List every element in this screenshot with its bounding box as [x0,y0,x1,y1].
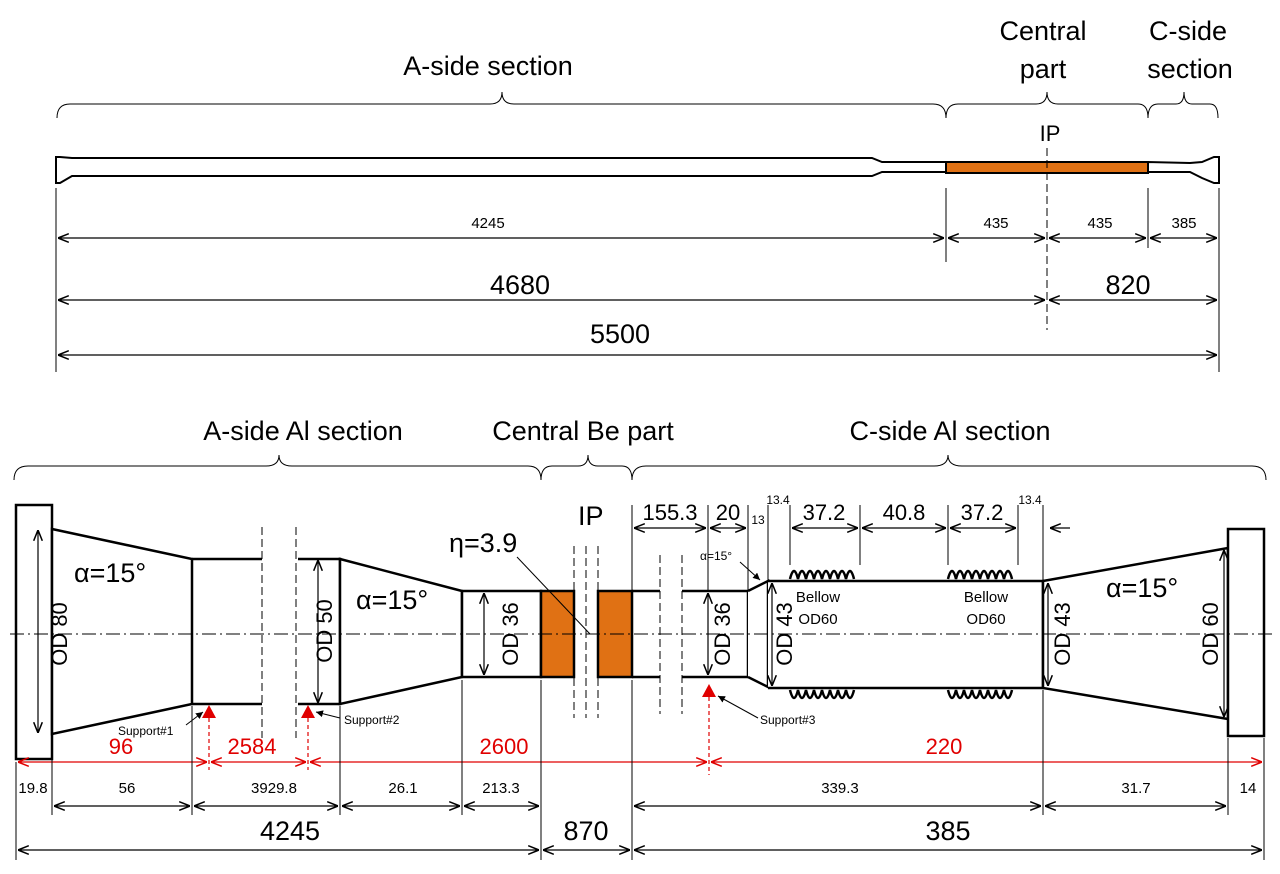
dim-14: 14 [1240,780,1257,797]
dim-4245-bottom: 4245 [260,816,320,846]
alpha-label-right: α=15° [1106,573,1178,603]
dim-213-3: 213.3 [482,780,520,797]
top-pipe-c-side [1147,156,1220,184]
bellow1-label-line1: Bellow [796,589,840,606]
dim-4680: 4680 [490,270,550,300]
dim-19-8: 19.8 [18,780,47,797]
c-side-brace [1147,91,1219,119]
a-side-tube [192,557,262,706]
c-side-al-brace [631,454,1267,481]
top-overview: A-side section Central part C-side secti… [55,16,1233,372]
od36-label-c: OD 36 [710,602,735,666]
central-part-label-line2: part [1020,54,1067,84]
top-pipe-a-side [55,156,947,184]
dim-13-4-left: 13.4 [766,493,790,507]
support3-label: Support#3 [760,713,816,727]
central-be-brace [540,454,633,481]
od43-label-left: OD 43 [772,602,797,666]
dim-435-left: 435 [983,215,1008,232]
alpha-label-small: α=15° [700,549,732,563]
a-side-al-brace [13,454,542,481]
ip-label-top: IP [1040,121,1061,146]
c-side-section-label-line2: section [1147,54,1233,84]
red-dim-2600: 2600 [480,734,529,759]
dim-155-3: 155.3 [642,500,697,525]
od36-label-a: OD 36 [498,602,523,666]
od43-label-right: OD 43 [1050,602,1075,666]
bellow2-label-line2: OD60 [966,611,1005,628]
support1-label: Support#1 [118,724,174,738]
red-dim-220: 220 [926,734,963,759]
dim-435-right: 435 [1087,215,1112,232]
dim-13: 13 [751,513,765,527]
od50-label: OD 50 [312,599,337,663]
dim-26-1: 26.1 [388,780,417,797]
dim-385-bottom: 385 [925,816,970,846]
bellow-2 [946,569,1014,700]
central-brace [945,91,1149,119]
c-side-section-label-line1: C-side [1149,16,1227,46]
od60-label: OD 60 [1198,602,1223,666]
alpha-label-left: α=15° [74,558,146,588]
right-flange [1226,527,1266,738]
dim-385-top: 385 [1171,215,1196,232]
central-be-part-label: Central Be part [492,416,674,446]
dim-4245-top: 4245 [471,215,504,232]
dim-5500: 5500 [590,319,650,349]
dim-56: 56 [119,780,136,797]
middle-cone [338,557,464,706]
a-side-al-section-label: A-side Al section [203,416,403,446]
dim-37-2-right: 37.2 [961,500,1004,525]
bellow1-label-line2: OD60 [798,611,837,628]
support1-marker [202,705,216,718]
dim-339-3: 339.3 [821,780,859,797]
dim-31-7: 31.7 [1121,780,1150,797]
dim-40-8: 40.8 [883,500,926,525]
a-side-brace [56,91,947,119]
bellow-1 [788,569,856,700]
dim-20: 20 [716,500,740,525]
dim-3929-8: 3929.8 [251,780,297,797]
bellow2-label-line1: Bellow [964,589,1008,606]
alpha-label-middle: α=15° [356,585,428,615]
dim-870: 870 [563,816,608,846]
central-part-label-line1: Central [999,16,1086,46]
support2-label: Support#2 [344,713,400,727]
eta-label: η=3.9 [449,528,517,558]
dim-13-4-right: 13.4 [1018,493,1042,507]
red-dim-2584: 2584 [228,734,277,759]
od80-label: OD 80 [47,602,72,666]
beryllium-part-right [596,589,634,679]
dim-37-2-left: 37.2 [803,500,846,525]
a-side-section-label: A-side section [403,51,573,81]
c-side-al-section-label: C-side Al section [849,416,1050,446]
support3-marker [702,684,716,697]
ip-label-bottom: IP [578,501,604,531]
support2-marker [301,705,315,718]
bottom-detail: A-side Al section Central Be part C-side… [10,416,1272,860]
dim-820: 820 [1105,270,1150,300]
red-dim-96: 96 [109,734,133,759]
